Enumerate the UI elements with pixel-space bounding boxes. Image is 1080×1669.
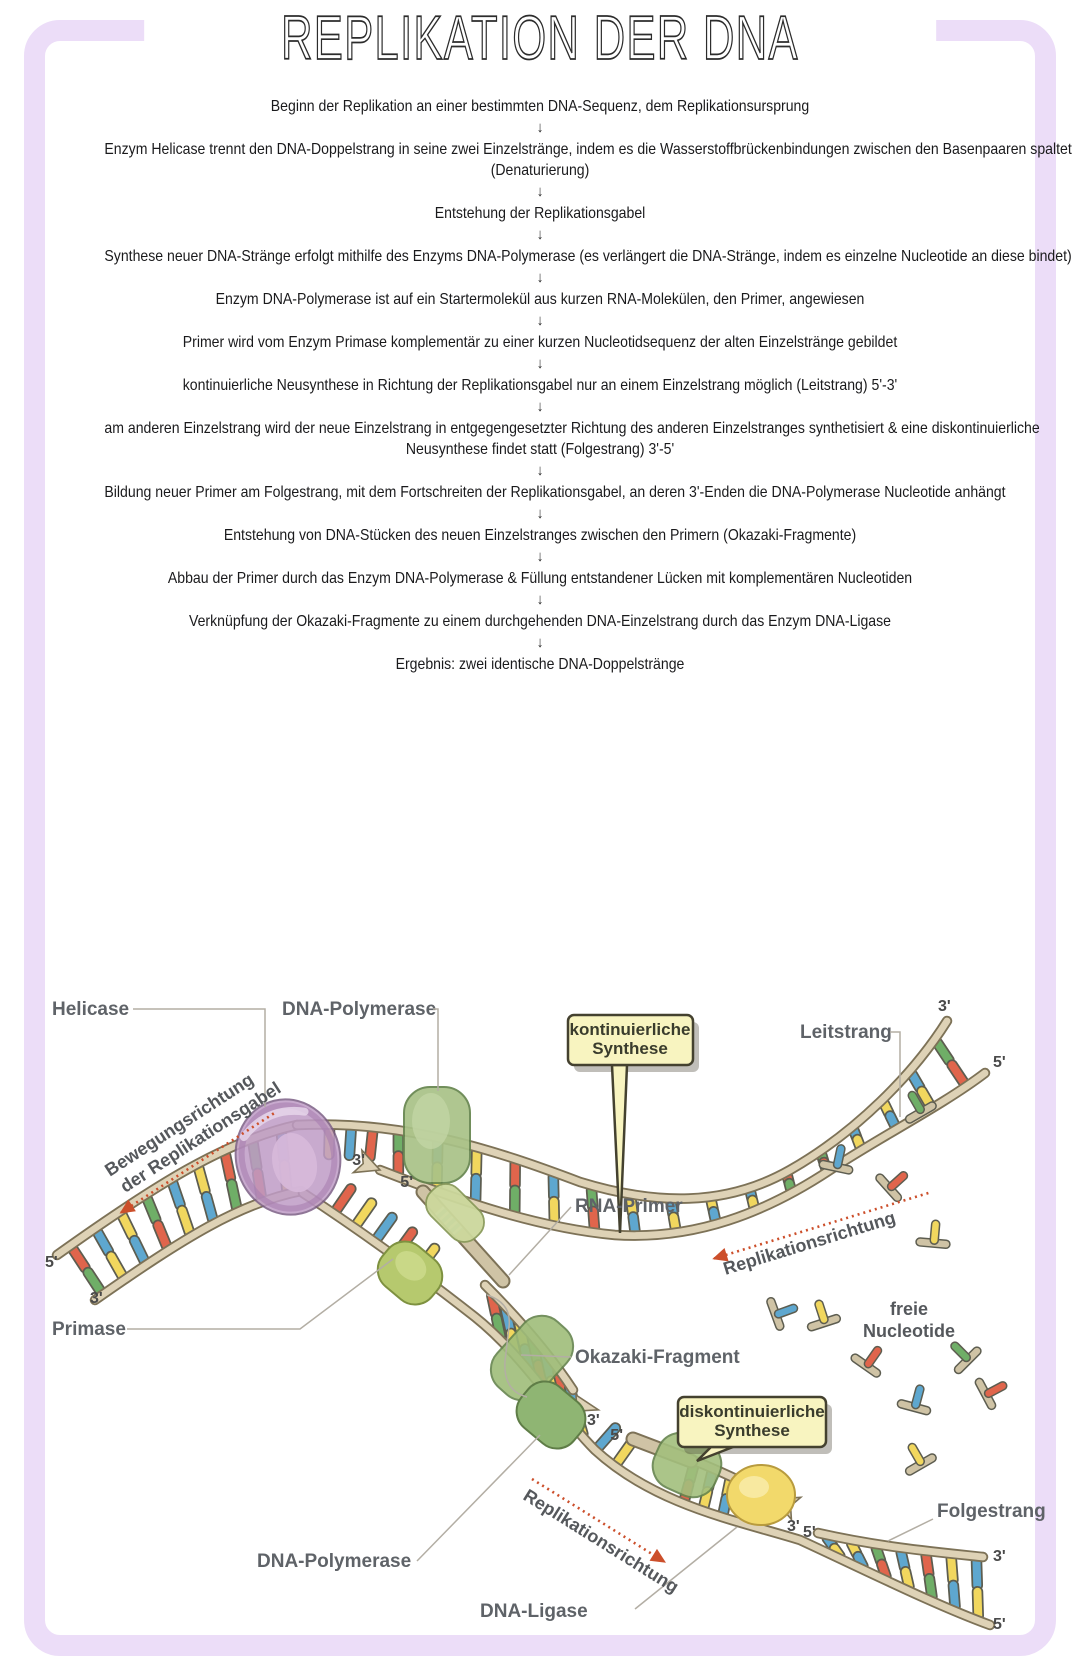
marker-3prime-top: 3' bbox=[938, 998, 951, 1015]
marker-5prime-folge: 5' bbox=[993, 1616, 1006, 1633]
svg-text:Nucleotide: Nucleotide bbox=[863, 1321, 955, 1341]
dna-ligase-label: DNA-Ligase bbox=[480, 1601, 588, 1622]
marker-5prime-frag2: 5' bbox=[610, 1427, 623, 1444]
rna-primer-label: RNA-Primer bbox=[575, 1196, 683, 1217]
kontinuierliche-synthese-callout: kontinuierliche Synthese bbox=[566, 1013, 699, 1234]
folgestrang-new-strand bbox=[814, 1529, 987, 1561]
flowchart-step: Entstehung von DNA-Stücken des neuen Ein… bbox=[223, 527, 857, 544]
dna-polymerase-leader-top bbox=[433, 1008, 439, 1091]
flow-arrow-icon: ↓ bbox=[536, 226, 544, 243]
primase-blob-small bbox=[425, 1183, 485, 1243]
free-nucleotide bbox=[896, 1384, 932, 1416]
helicase-ring bbox=[234, 1098, 342, 1216]
dna-polymerase-label-bottom: DNA-Polymerase bbox=[257, 1551, 411, 1572]
marker-5prime-left: 5' bbox=[45, 1254, 58, 1271]
flowchart-step: Bildung neuer Primer am Folgestrang, mit… bbox=[104, 484, 1006, 501]
free-nucleotide bbox=[818, 1144, 854, 1175]
free-nucleotide bbox=[904, 1442, 937, 1476]
free-nucleotide bbox=[766, 1296, 799, 1331]
flowchart-step: am anderen Einzelstrang wird der neue Ei… bbox=[104, 420, 1040, 458]
marker-5prime-junction: 5' bbox=[803, 1524, 816, 1541]
marker-3prime-folge: 3' bbox=[993, 1548, 1006, 1565]
svg-text:Replikationsrichtung: Replikationsrichtung bbox=[520, 1485, 682, 1597]
flowchart-step: Synthese neuer DNA-Stränge erfolgt mithi… bbox=[104, 248, 1072, 265]
flow-arrow-icon: ↓ bbox=[536, 548, 544, 565]
free-nucleotides bbox=[766, 1090, 1008, 1476]
replication-diagram: Helicase DNA-Polymerase kontinuierliche … bbox=[45, 998, 1045, 1633]
flow-arrow-icon: ↓ bbox=[536, 505, 544, 522]
primase-leader bbox=[127, 1258, 394, 1330]
flowchart-step: Entstehung der Replikationsgabel bbox=[434, 205, 646, 222]
replikationsrichtung-top: Replikationsrichtung bbox=[712, 1190, 933, 1279]
flow-arrow-icon: ↓ bbox=[536, 398, 544, 415]
marker-3prime-left: 3' bbox=[90, 1290, 103, 1307]
free-nucleotide bbox=[950, 1341, 982, 1375]
primase-label: Primase bbox=[52, 1319, 126, 1340]
marker-5prime-top: 5' bbox=[993, 1054, 1006, 1071]
free-nucleotide bbox=[875, 1171, 909, 1203]
flowchart-step: Abbau der Primer durch das Enzym DNA-Pol… bbox=[167, 570, 913, 587]
free-nucleotide bbox=[974, 1377, 1008, 1411]
flow-arrow-icon: ↓ bbox=[536, 591, 544, 608]
dna-polymerase-leader-bottom bbox=[416, 1434, 541, 1562]
dna-polymerase-blob-frag1 bbox=[489, 1314, 575, 1402]
free-nucleotide bbox=[850, 1345, 883, 1378]
primase-blob bbox=[376, 1240, 444, 1306]
flowchart-step: Verknüpfung der Okazaki-Fragmente zu ein… bbox=[188, 613, 892, 630]
dna-ligase-leader bbox=[634, 1526, 738, 1610]
flowchart-step: Primer wird vom Enzym Primase komplement… bbox=[182, 334, 898, 351]
flowchart-step: Beginn der Replikation an einer bestimmt… bbox=[270, 98, 810, 115]
svg-text:kontinuierliche: kontinuierliche bbox=[570, 1020, 691, 1039]
flow-arrow-icon: ↓ bbox=[536, 119, 544, 136]
okazaki-bracket bbox=[486, 1294, 528, 1398]
free-nucleotide bbox=[806, 1299, 842, 1332]
folgestrang-label: Folgestrang bbox=[937, 1501, 1045, 1522]
flowchart-step: Enzym Helicase trennt den DNA-Doppelstra… bbox=[104, 141, 1072, 179]
flowchart-step: Enzym DNA-Polymerase ist auf ein Starter… bbox=[215, 291, 865, 308]
flow-arrow-icon: ↓ bbox=[536, 355, 544, 372]
dna-ligase-blob bbox=[726, 1464, 796, 1526]
svg-text:Synthese: Synthese bbox=[714, 1421, 790, 1440]
flow-arrow-icon: ↓ bbox=[536, 462, 544, 479]
flowchart: Beginn der Replikation an einer bestimmt… bbox=[104, 96, 1072, 675]
leading-strand-arrowhead bbox=[350, 1147, 382, 1174]
leitstrang-label: Leitstrang bbox=[800, 1022, 892, 1043]
marker-5prime-frag1: 5' bbox=[400, 1174, 413, 1191]
enzymes bbox=[234, 1086, 796, 1526]
flowchart-step: kontinuierliche Neusynthese in Richtung … bbox=[182, 377, 898, 394]
page-title-wrap: REPLIKATION DER DNA bbox=[144, 2, 936, 74]
flow-arrow-icon: ↓ bbox=[536, 269, 544, 286]
leitstrang-leader bbox=[890, 1031, 901, 1117]
okazaki-leader bbox=[520, 1354, 572, 1358]
rna-primer-leader bbox=[508, 1206, 572, 1276]
diskontinuierliche-synthese-callout: diskontinuierliche Synthese bbox=[676, 1395, 832, 1463]
folgestrang-leader bbox=[887, 1518, 934, 1542]
dna-polymerase-blob-leading bbox=[403, 1086, 471, 1184]
leading-new-strand bbox=[376, 1069, 989, 1239]
freie-nucleotide-label: freie bbox=[890, 1299, 928, 1319]
flow-arrow-icon: ↓ bbox=[536, 183, 544, 200]
dna-polymerase-blob-lagging bbox=[515, 1380, 587, 1450]
helicase-leader-line bbox=[133, 1008, 266, 1107]
marker-3prime-junction: 3' bbox=[787, 1518, 800, 1535]
flow-arrow-icon: ↓ bbox=[536, 634, 544, 651]
page-title: REPLIKATION DER DNA bbox=[281, 3, 799, 74]
okazaki-fragment-label: Okazaki-Fragment bbox=[575, 1347, 740, 1368]
flow-arrow-icon: ↓ bbox=[536, 312, 544, 329]
free-nucleotide bbox=[915, 1219, 951, 1249]
flowchart-step: Ergebnis: zwei identische DNA-Doppelsträ… bbox=[395, 656, 685, 673]
marker-3prime-leading: 3' bbox=[352, 1152, 365, 1169]
svg-text:diskontinuierliche: diskontinuierliche bbox=[679, 1402, 824, 1421]
svg-text:Synthese: Synthese bbox=[592, 1039, 668, 1058]
marker-3prime-frag1: 3' bbox=[587, 1412, 600, 1429]
free-nucleotide bbox=[904, 1090, 937, 1124]
dna-polymerase-label-top: DNA-Polymerase bbox=[282, 999, 436, 1020]
helicase-label: Helicase bbox=[52, 999, 129, 1020]
